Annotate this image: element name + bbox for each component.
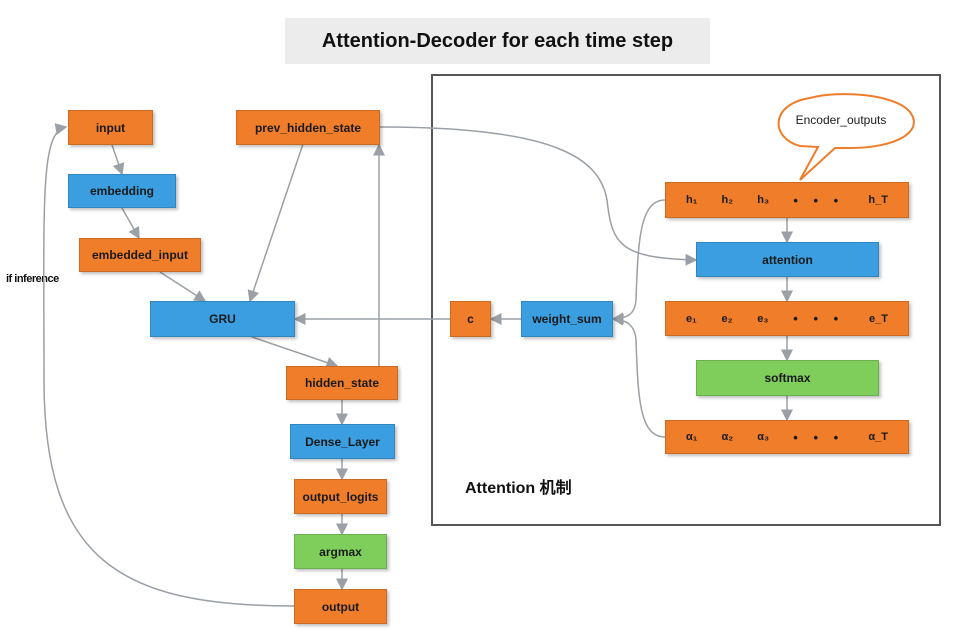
weight-sum-node: weight_sum bbox=[521, 301, 613, 337]
encoder-outputs-label: Encoder_outputs bbox=[795, 113, 887, 127]
alpha-item-ellipsis: • • • bbox=[793, 429, 845, 445]
embedded-input-node: embedded_input bbox=[79, 238, 201, 272]
attention-panel bbox=[431, 74, 941, 526]
gru-node: GRU bbox=[150, 301, 295, 337]
if-inference-label: if inference bbox=[6, 273, 59, 285]
e-sequence-node: e₁ e₂ e₃ • • • e_T bbox=[665, 301, 909, 336]
alpha-item-1: α₁ bbox=[686, 431, 698, 443]
diagram-title: Attention-Decoder for each time step bbox=[285, 18, 710, 64]
e-item-2: e₂ bbox=[721, 312, 733, 325]
edge-gru-hidden bbox=[251, 336, 339, 369]
edge-prev-attention bbox=[379, 126, 698, 266]
h-item-T: h_T bbox=[868, 194, 888, 206]
h-item-ellipsis: • • • bbox=[793, 192, 845, 208]
alpha-item-T: α_T bbox=[868, 431, 888, 443]
edge-input-embedding bbox=[111, 144, 125, 176]
alpha-item-3: α₃ bbox=[757, 431, 770, 443]
e-item-ellipsis: • • • bbox=[793, 311, 845, 326]
output-logits-node: output_logits bbox=[294, 479, 387, 514]
argmax-node: argmax bbox=[294, 534, 387, 569]
hidden-state-node: hidden_state bbox=[286, 366, 398, 400]
alpha-sequence-node: α₁ α₂ α₃ • • • α_T bbox=[665, 420, 909, 454]
input-node: input bbox=[68, 110, 153, 145]
prev-hidden-state-node: prev_hidden_state bbox=[236, 110, 380, 145]
c-node: c bbox=[450, 301, 491, 337]
e-item-1: e₁ bbox=[686, 312, 697, 325]
edge-prev-gru bbox=[247, 143, 304, 303]
h-item-1: h₁ bbox=[686, 194, 698, 206]
edge-embedding-embedded bbox=[121, 207, 140, 240]
h-item-3: h₃ bbox=[757, 194, 770, 206]
alpha-item-2: α₂ bbox=[721, 431, 734, 443]
e-item-T: e_T bbox=[868, 312, 888, 325]
output-node: output bbox=[294, 589, 387, 624]
h-item-2: h₂ bbox=[721, 194, 734, 206]
edge-embedded-gru bbox=[159, 271, 207, 302]
encoder-outputs-bubble bbox=[777, 93, 915, 181]
edge-alpha-weightsum bbox=[611, 313, 666, 438]
h-sequence-node: h₁ h₂ h₃ • • • h_T bbox=[665, 182, 909, 218]
softmax-node: softmax bbox=[696, 360, 879, 396]
attention-panel-label: Attention 机制 bbox=[465, 480, 572, 497]
edge-h-weightsum bbox=[611, 199, 666, 325]
attention-node: attention bbox=[696, 242, 879, 277]
embedding-node: embedding bbox=[68, 174, 176, 208]
edge-output-input-loop bbox=[43, 123, 295, 607]
e-item-3: e₃ bbox=[757, 312, 769, 325]
dense-layer-node: Dense_Layer bbox=[290, 424, 395, 459]
